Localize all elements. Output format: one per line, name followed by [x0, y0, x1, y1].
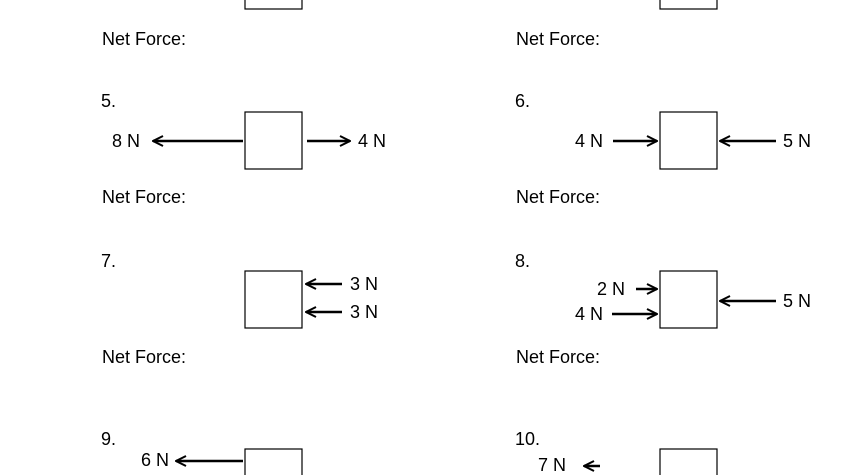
problem-number: 9.: [101, 429, 117, 449]
object-box: [659, 0, 718, 10]
object-box: [244, 270, 303, 329]
net-force-label: Net Force:: [516, 187, 601, 207]
object-box: [659, 270, 718, 329]
net-force-label: Net Force:: [102, 29, 187, 49]
force-label: 2 N: [597, 279, 626, 299]
force-label: 4 N: [358, 131, 387, 151]
net-force-label: Net Force:: [102, 187, 187, 207]
object-box: [244, 0, 303, 10]
force-diagrams: [0, 0, 776, 475]
object-box: [659, 448, 718, 475]
force-label: 4 N: [575, 304, 604, 324]
problem-number: 7.: [101, 251, 117, 271]
object-box: [659, 111, 718, 170]
net-force-label: Net Force:: [516, 347, 601, 367]
force-label: 5 N: [783, 291, 812, 311]
force-label: 4 N: [575, 131, 604, 151]
force-label: 7 N: [538, 455, 567, 475]
force-label: 6 N: [141, 450, 170, 470]
net-force-label: Net Force:: [102, 347, 187, 367]
net-force-label: Net Force:: [516, 29, 601, 49]
object-box: [244, 111, 303, 170]
object-box: [244, 448, 303, 475]
problem-number: 8.: [515, 251, 531, 271]
force-label: 3 N: [350, 274, 379, 294]
force-label: 8 N: [112, 131, 141, 151]
problem-number: 5.: [101, 91, 117, 111]
problem-number: 6.: [515, 91, 531, 111]
force-label: 3 N: [350, 302, 379, 322]
force-label: 5 N: [783, 131, 812, 151]
problem-number: 10.: [515, 429, 541, 449]
worksheet-page: Net Force: Net Force: Net Force: Net For…: [0, 0, 812, 475]
